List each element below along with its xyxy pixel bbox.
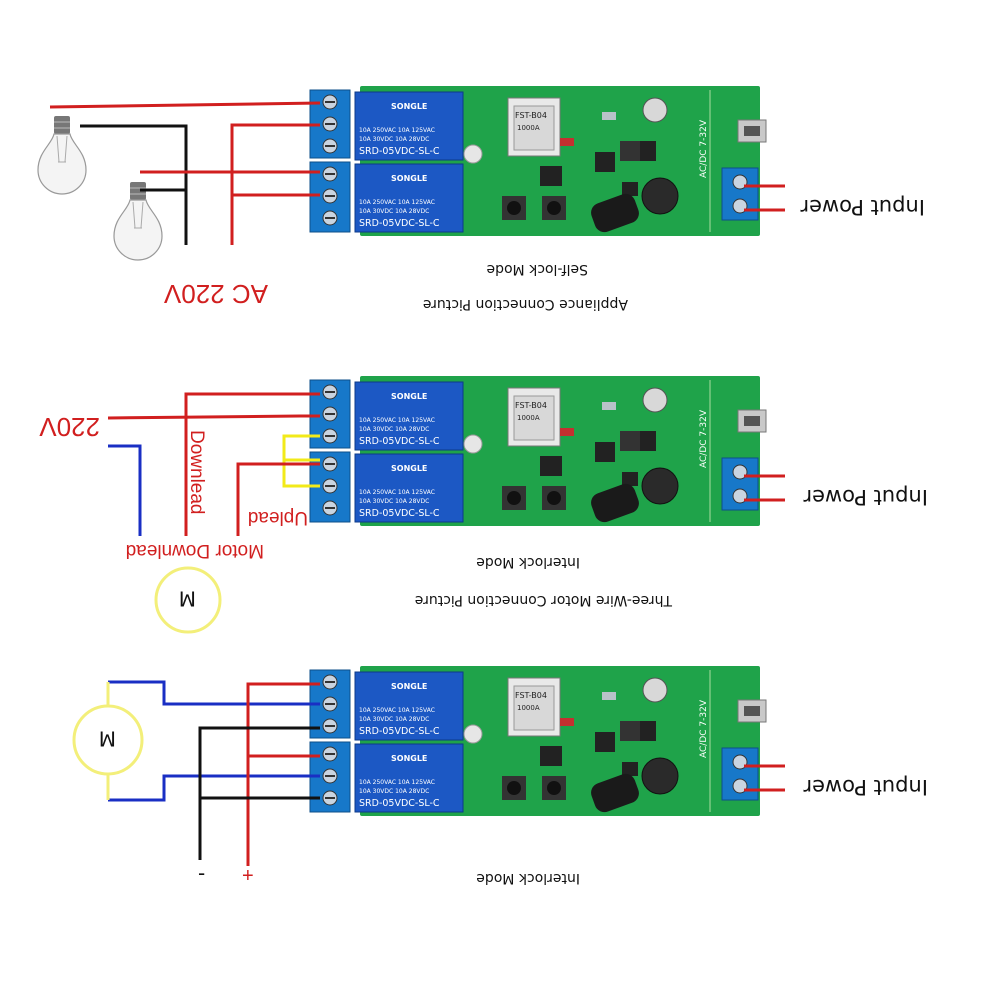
- relay-model: SRD-05VDC-SL-C: [359, 436, 440, 447]
- appliance-caption: Appliance Connection Picture: [423, 296, 628, 312]
- wifi-module-label: FST-B04: [515, 691, 547, 700]
- motor-label: M: [179, 587, 196, 611]
- relay-rating-1: 10A 250VAC 10A 125VAC: [359, 199, 435, 206]
- relay-brand: SONGLE: [391, 682, 427, 691]
- relay-rating-1: 10A 250VAC 10A 125VAC: [359, 127, 435, 134]
- wifi-module-label: FST-B04: [515, 111, 547, 120]
- panel-appliance: Input Power AC 220V Self-lock Mode Appli…: [37, 85, 925, 312]
- panel2-wires: [107, 392, 320, 536]
- self-lock-mode-label: Self-lock Mode: [487, 261, 588, 277]
- voltage-rating-label: AC/DC 7-32V: [699, 699, 709, 758]
- voltage-rating-label: AC/DC 7-32V: [699, 409, 709, 468]
- board-labels: SONGLE 10A 250VAC 10A 125VAC 10A 30VDC 10A…: [359, 102, 709, 809]
- wifi-module-label: 1000A: [517, 704, 540, 712]
- input-power-wires-3: [744, 764, 785, 792]
- relay-brand: SONGLE: [391, 754, 427, 763]
- relay-brand: SONGLE: [391, 464, 427, 473]
- relay-model: SRD-05VDC-SL-C: [359, 508, 440, 519]
- interlock-mode-label: Interlock Mode: [476, 554, 580, 570]
- input-power-label: Input Power: [800, 195, 925, 219]
- voltage-220v-label: 220V: [39, 412, 100, 442]
- bulb-2: [113, 181, 163, 261]
- ac-220v-label: AC 220V: [163, 279, 268, 309]
- wifi-module-label: 1000A: [517, 414, 540, 422]
- relay-rating-1: 10A 250VAC 10A 125VAC: [359, 489, 435, 496]
- relay-rating-1: 10A 250VAC 10A 125VAC: [359, 417, 435, 424]
- panel3-wires: [106, 680, 320, 866]
- relay-rating-1: 10A 250VAC 10A 125VAC: [359, 779, 435, 786]
- motor-icon: M: [72, 704, 144, 776]
- input-power-wires-2: [744, 474, 785, 502]
- input-power-label: Input Power: [803, 485, 928, 509]
- motor-label: M: [99, 727, 116, 751]
- minus-label: -: [198, 861, 205, 885]
- relay-rating-2: 10A 30VDC 10A 28VDC: [359, 788, 429, 795]
- motor-icon: M: [154, 566, 222, 634]
- motor-downlead-label: Motor Downlead: [126, 540, 264, 561]
- relay-model: SRD-05VDC-SL-C: [359, 726, 440, 737]
- three-wire-caption: Three-Wire Motor Connection Picture: [415, 592, 673, 608]
- interlock-mode-label: Interlock Mode: [476, 870, 580, 886]
- panel1-wires: [49, 101, 321, 245]
- light-bulb-icon: [37, 115, 87, 195]
- input-power-label: Input Power: [803, 775, 928, 799]
- wifi-module-label: 1000A: [517, 124, 540, 132]
- relay-rating-1: 10A 250VAC 10A 125VAC: [359, 707, 435, 714]
- relay-rating-2: 10A 30VDC 10A 28VDC: [359, 716, 429, 723]
- relay-model: SRD-05VDC-SL-C: [359, 146, 440, 157]
- bulb-1: [37, 115, 87, 195]
- panel-three-wire-motor: 220V Downlead Uplead Motor Downlead M In…: [39, 375, 928, 634]
- relay-brand: SONGLE: [391, 102, 427, 111]
- plus-label: +: [242, 865, 254, 887]
- relay-rating-2: 10A 30VDC 10A 28VDC: [359, 136, 429, 143]
- voltage-rating-label: AC/DC 7-32V: [699, 119, 709, 178]
- downlead-label: Downlead: [186, 430, 207, 515]
- uplead-label: Uplead: [248, 507, 308, 528]
- relay-model: SRD-05VDC-SL-C: [359, 218, 440, 229]
- wifi-module-label: FST-B04: [515, 401, 547, 410]
- relay-model: SRD-05VDC-SL-C: [359, 798, 440, 809]
- light-bulb-icon: [113, 181, 163, 261]
- relay-rating-2: 10A 30VDC 10A 28VDC: [359, 498, 429, 505]
- relay-brand: SONGLE: [391, 174, 427, 183]
- relay-rating-2: 10A 30VDC 10A 28VDC: [359, 208, 429, 215]
- relay-brand: SONGLE: [391, 392, 427, 401]
- panel-dc-motor: M - + Input Power Interlock Mode: [72, 665, 928, 887]
- input-power-wires-1: [744, 184, 785, 212]
- relay-rating-2: 10A 30VDC 10A 28VDC: [359, 426, 429, 433]
